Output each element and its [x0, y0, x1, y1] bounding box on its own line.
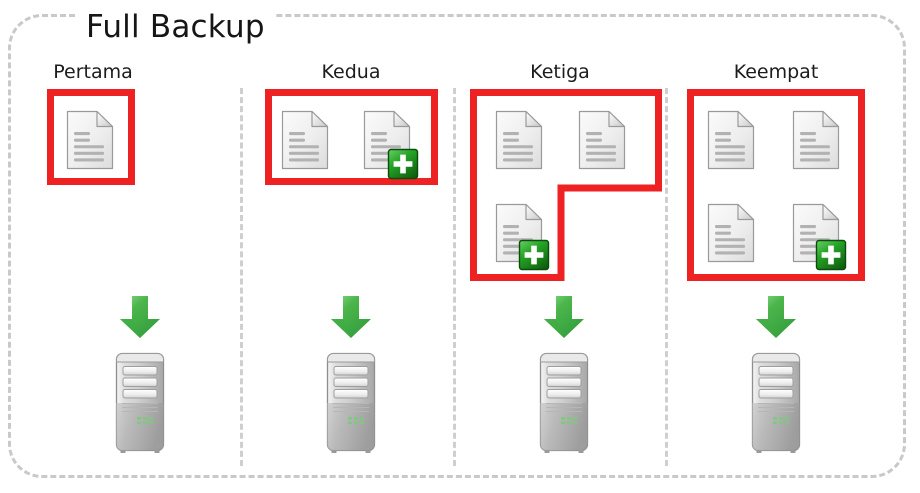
server-tower-icon — [536, 351, 592, 453]
column-label-kedua: Kedua — [321, 61, 381, 83]
selection-box-pertama — [47, 89, 135, 185]
document-icon — [578, 110, 626, 170]
green-plus-badge-icon — [815, 239, 847, 271]
green-down-arrow-icon — [328, 294, 374, 340]
column-label-ketiga: Ketiga — [530, 61, 590, 83]
document-icon — [792, 110, 840, 170]
green-down-arrow-icon — [117, 294, 163, 340]
green-plus-badge-icon — [387, 148, 419, 180]
document-icon — [281, 110, 329, 170]
column-label-keempat: Keempat — [733, 61, 819, 83]
server-tower-icon — [112, 351, 168, 453]
selection-box-ketiga — [470, 89, 662, 281]
server-tower-icon — [323, 351, 379, 453]
server-tower-icon — [748, 351, 804, 453]
column-divider-1 — [240, 88, 243, 466]
column-divider-3 — [665, 88, 668, 466]
document-icon — [495, 110, 543, 170]
green-down-arrow-icon — [753, 294, 799, 340]
column-label-pertama: Pertama — [53, 61, 133, 83]
selection-box-keempat — [687, 89, 865, 281]
page-title: Full Backup — [76, 9, 275, 45]
document-icon — [66, 110, 114, 170]
green-down-arrow-icon — [541, 294, 587, 340]
green-plus-badge-icon — [518, 239, 550, 271]
selection-box-kedua — [265, 89, 438, 185]
column-divider-2 — [453, 88, 456, 466]
document-icon — [707, 110, 755, 170]
document-icon — [707, 203, 755, 263]
